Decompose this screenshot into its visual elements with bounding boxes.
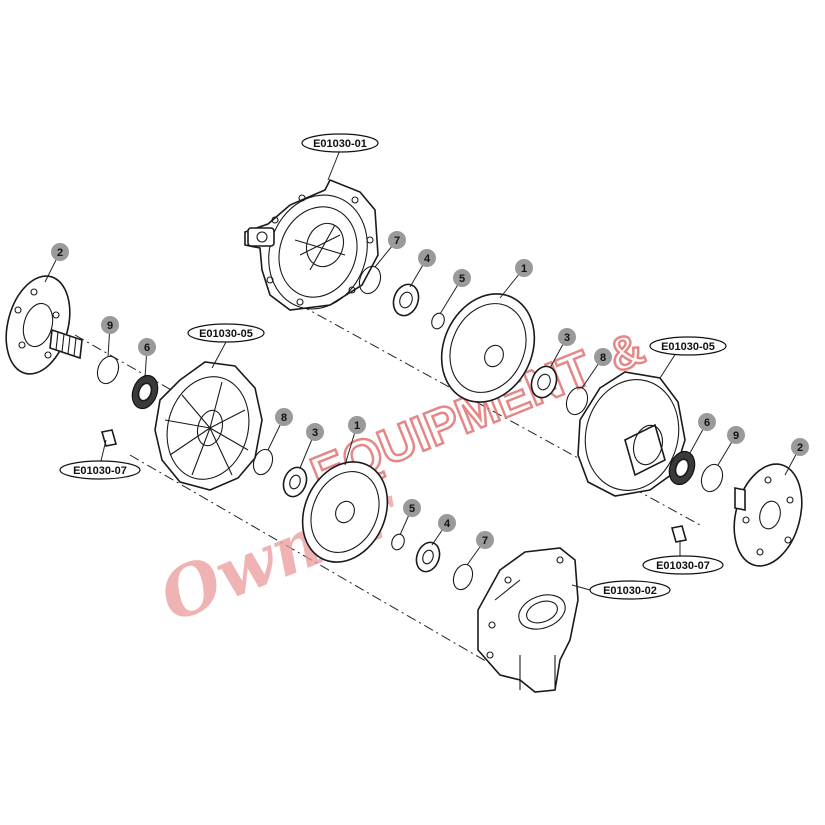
impeller-lower — [301, 461, 389, 563]
svg-text:6: 6 — [144, 342, 150, 354]
callout-6-left: 6 — [138, 338, 156, 356]
svg-text:9: 9 — [733, 430, 739, 442]
code-cover-right: E01030-05 — [649, 336, 727, 356]
callout-badges: 1 1 2 2 3 3 4 4 5 5 6 6 7 7 8 8 9 9 — [51, 231, 809, 549]
svg-text:2: 2 — [57, 247, 63, 259]
callout-8-upper: 8 — [594, 348, 612, 366]
svg-text:8: 8 — [281, 412, 287, 424]
svg-text:E01030-07: E01030-07 — [656, 560, 710, 572]
leader-lines — [44, 149, 801, 591]
svg-text:9: 9 — [107, 320, 113, 332]
callout-5-upper: 5 — [453, 269, 471, 287]
part-code-labels: E01030-01 E01030-05 E01030-05 E01030-07 … — [59, 133, 727, 600]
lower-housing — [477, 547, 579, 693]
code-housing-upper: E01030-01 — [301, 133, 379, 153]
callout-4-upper: 4 — [418, 249, 436, 267]
upper-housing — [244, 178, 379, 311]
svg-text:E01030-05: E01030-05 — [661, 341, 715, 353]
svg-text:8: 8 — [600, 352, 606, 364]
svg-text:5: 5 — [409, 503, 415, 515]
svg-text:3: 3 — [564, 332, 570, 344]
callout-3-upper: 3 — [558, 328, 576, 346]
impeller-upper — [440, 293, 536, 403]
callout-4-lower: 4 — [438, 514, 456, 532]
svg-text:E01030-05: E01030-05 — [199, 328, 253, 340]
svg-text:E01030-02: E01030-02 — [603, 585, 657, 597]
left-cover — [154, 361, 263, 491]
callout-3-lower: 3 — [306, 423, 324, 441]
callout-7-lower: 7 — [476, 531, 494, 549]
callout-7-upper: 7 — [388, 231, 406, 249]
code-bolt-left: E01030-07 — [59, 460, 141, 480]
callout-9-right: 9 — [727, 426, 745, 444]
svg-text:1: 1 — [521, 263, 527, 275]
callout-2-right: 2 — [791, 438, 809, 456]
callout-1-upper: 1 — [515, 259, 533, 277]
callout-6-right: 6 — [698, 413, 716, 431]
svg-text:7: 7 — [482, 535, 488, 547]
svg-text:7: 7 — [394, 235, 400, 247]
callout-5-lower: 5 — [403, 499, 421, 517]
callout-8-lower: 8 — [275, 408, 293, 426]
svg-text:6: 6 — [704, 417, 710, 429]
code-cover-left: E01030-05 — [187, 323, 265, 343]
callout-9-left: 9 — [101, 316, 119, 334]
svg-text:E01030-01: E01030-01 — [313, 138, 367, 150]
svg-text:E01030-07: E01030-07 — [73, 465, 127, 477]
code-bolt-right: E01030-07 — [642, 555, 724, 575]
callout-2-left: 2 — [51, 243, 69, 261]
svg-text:3: 3 — [312, 427, 318, 439]
right-cover — [577, 371, 686, 497]
svg-text:2: 2 — [797, 442, 803, 454]
svg-text:4: 4 — [424, 253, 431, 265]
right-flange — [733, 463, 803, 567]
svg-text:5: 5 — [459, 273, 465, 285]
bearings — [131, 283, 696, 573]
code-housing-lower: E01030-02 — [589, 580, 671, 600]
svg-text:1: 1 — [354, 420, 360, 432]
callout-1-lower: 1 — [348, 416, 366, 434]
svg-text:4: 4 — [444, 518, 451, 530]
left-flange — [5, 275, 83, 375]
